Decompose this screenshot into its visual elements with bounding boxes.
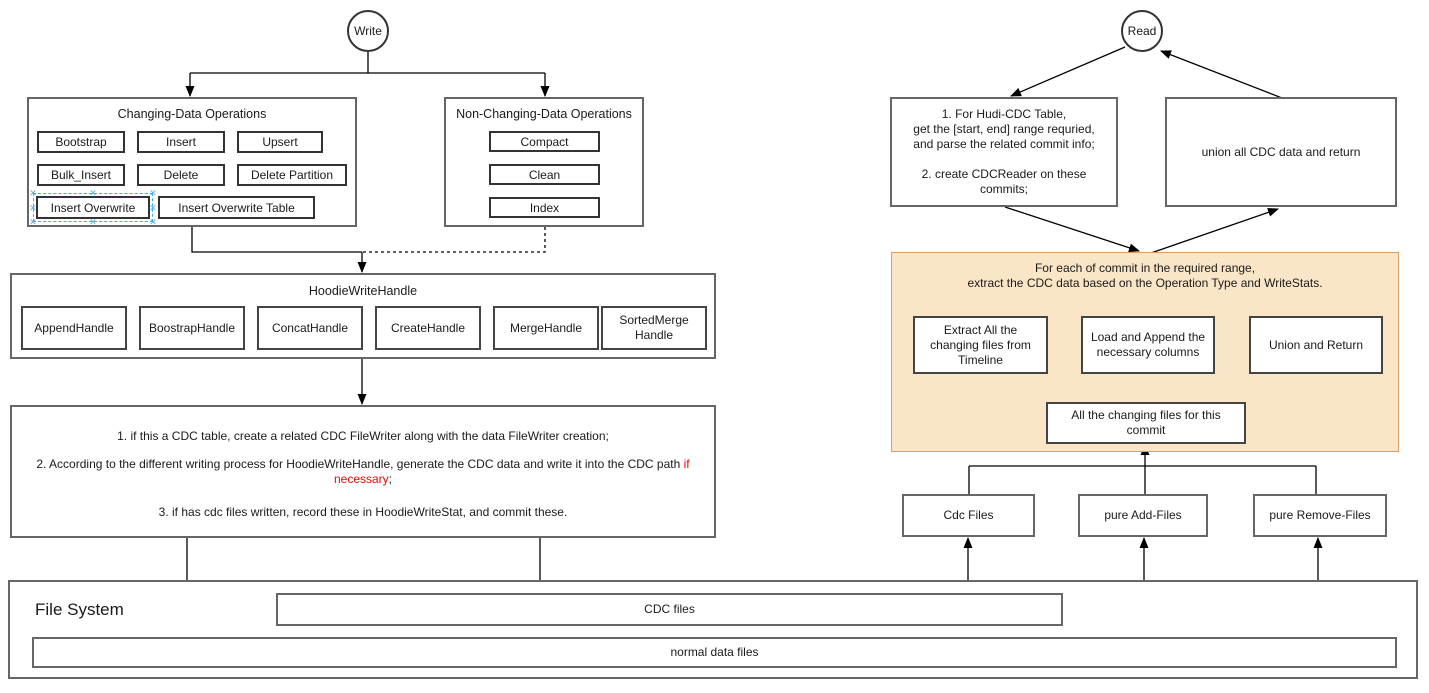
- selection-handle[interactable]: ✕: [29, 188, 37, 198]
- step-3: 3. if has cdc files written, record thes…: [158, 505, 568, 519]
- extract-changing-files-box[interactable]: Extract All the changing files from Time…: [913, 316, 1048, 374]
- step-1: 1. if this a CDC table, create a related…: [117, 429, 609, 443]
- union-and-return-box[interactable]: Union and Return: [1249, 316, 1383, 374]
- selection-handle[interactable]: ✕: [89, 188, 97, 198]
- selection-handle[interactable]: ✕: [29, 203, 37, 213]
- op-delete[interactable]: Delete: [137, 164, 225, 186]
- load-append-columns-box[interactable]: Load and Append the necessary columns: [1081, 316, 1215, 374]
- connector-nonchanging-dashed: [362, 227, 546, 253]
- selection-handle[interactable]: ✕: [29, 217, 37, 227]
- selection-handle[interactable]: ✕: [149, 188, 157, 198]
- op-insert[interactable]: Insert: [137, 131, 225, 153]
- file-system-title: File System: [35, 600, 124, 619]
- op-insert-overwrite-table[interactable]: Insert Overwrite Table: [158, 196, 315, 219]
- normal-data-files-bar[interactable]: normal data files: [32, 637, 1397, 668]
- op-clean[interactable]: Clean: [489, 164, 600, 185]
- non-changing-ops-title: Non-Changing-Data Operations: [456, 107, 632, 121]
- handle-boostrap[interactable]: BoostrapHandle: [139, 306, 245, 350]
- handle-concat[interactable]: ConcatHandle: [257, 306, 363, 350]
- cdc-files-bar[interactable]: CDC files: [276, 593, 1063, 626]
- connector-read-to-prepare: [1010, 46, 1126, 97]
- op-insert-overwrite[interactable]: Insert Overwrite: [36, 196, 150, 219]
- selection-handle[interactable]: ✕: [89, 217, 97, 227]
- changing-files-commit-box[interactable]: All the changing files for this commit: [1046, 402, 1246, 444]
- op-bulk-insert[interactable]: Bulk_Insert: [37, 164, 125, 186]
- op-index[interactable]: Index: [489, 197, 600, 218]
- connector-filegroup-junction: [968, 465, 1317, 494]
- step-2: 2. According to the different writing pr…: [36, 457, 690, 486]
- pure-add-files-box[interactable]: pure Add-Files: [1078, 494, 1208, 537]
- connector-union-to-read: [1160, 50, 1283, 99]
- write-handle-title: HoodieWriteHandle: [308, 284, 418, 298]
- per-commit-title: For each of commit in the required range…: [967, 261, 1323, 290]
- changing-ops-title: Changing-Data Operations: [117, 107, 267, 121]
- cdc-write-steps-box[interactable]: 1. if this a CDC table, create a related…: [10, 405, 716, 538]
- op-delete-partition[interactable]: Delete Partition: [237, 164, 347, 186]
- op-upsert[interactable]: Upsert: [237, 131, 323, 153]
- read-entry-node[interactable]: Read: [1121, 10, 1163, 52]
- op-bootstrap[interactable]: Bootstrap: [37, 131, 125, 153]
- selection-overlay: ✕ ✕ ✕ ✕ ✕ ✕ ✕ ✕: [29, 189, 157, 227]
- connector-percommit-to-union: [1150, 208, 1279, 254]
- handle-append[interactable]: AppendHandle: [21, 306, 127, 350]
- connector-changing-down: [191, 227, 362, 253]
- step-2-highlight: if necessary: [333, 457, 690, 486]
- read-union-box[interactable]: union all CDC data and return: [1165, 97, 1397, 207]
- pure-remove-files-box[interactable]: pure Remove-Files: [1253, 494, 1387, 537]
- selection-outline: [33, 193, 153, 222]
- read-prepare-box[interactable]: 1. For Hudi-CDC Table, get the [start, e…: [890, 97, 1118, 207]
- op-compact[interactable]: Compact: [489, 131, 600, 152]
- connector-prepare-to-percommit: [1004, 206, 1140, 253]
- handle-create[interactable]: CreateHandle: [375, 306, 481, 350]
- selection-handle[interactable]: ✕: [149, 203, 157, 213]
- selection-handle[interactable]: ✕: [149, 217, 157, 227]
- write-entry-node[interactable]: Write: [347, 10, 389, 52]
- cdc-files-group-box[interactable]: Cdc Files: [902, 494, 1035, 537]
- connector-write-split: [190, 52, 545, 74]
- handle-merge[interactable]: MergeHandle: [493, 306, 599, 350]
- handle-sorted-merge[interactable]: SortedMerge Handle: [601, 306, 707, 350]
